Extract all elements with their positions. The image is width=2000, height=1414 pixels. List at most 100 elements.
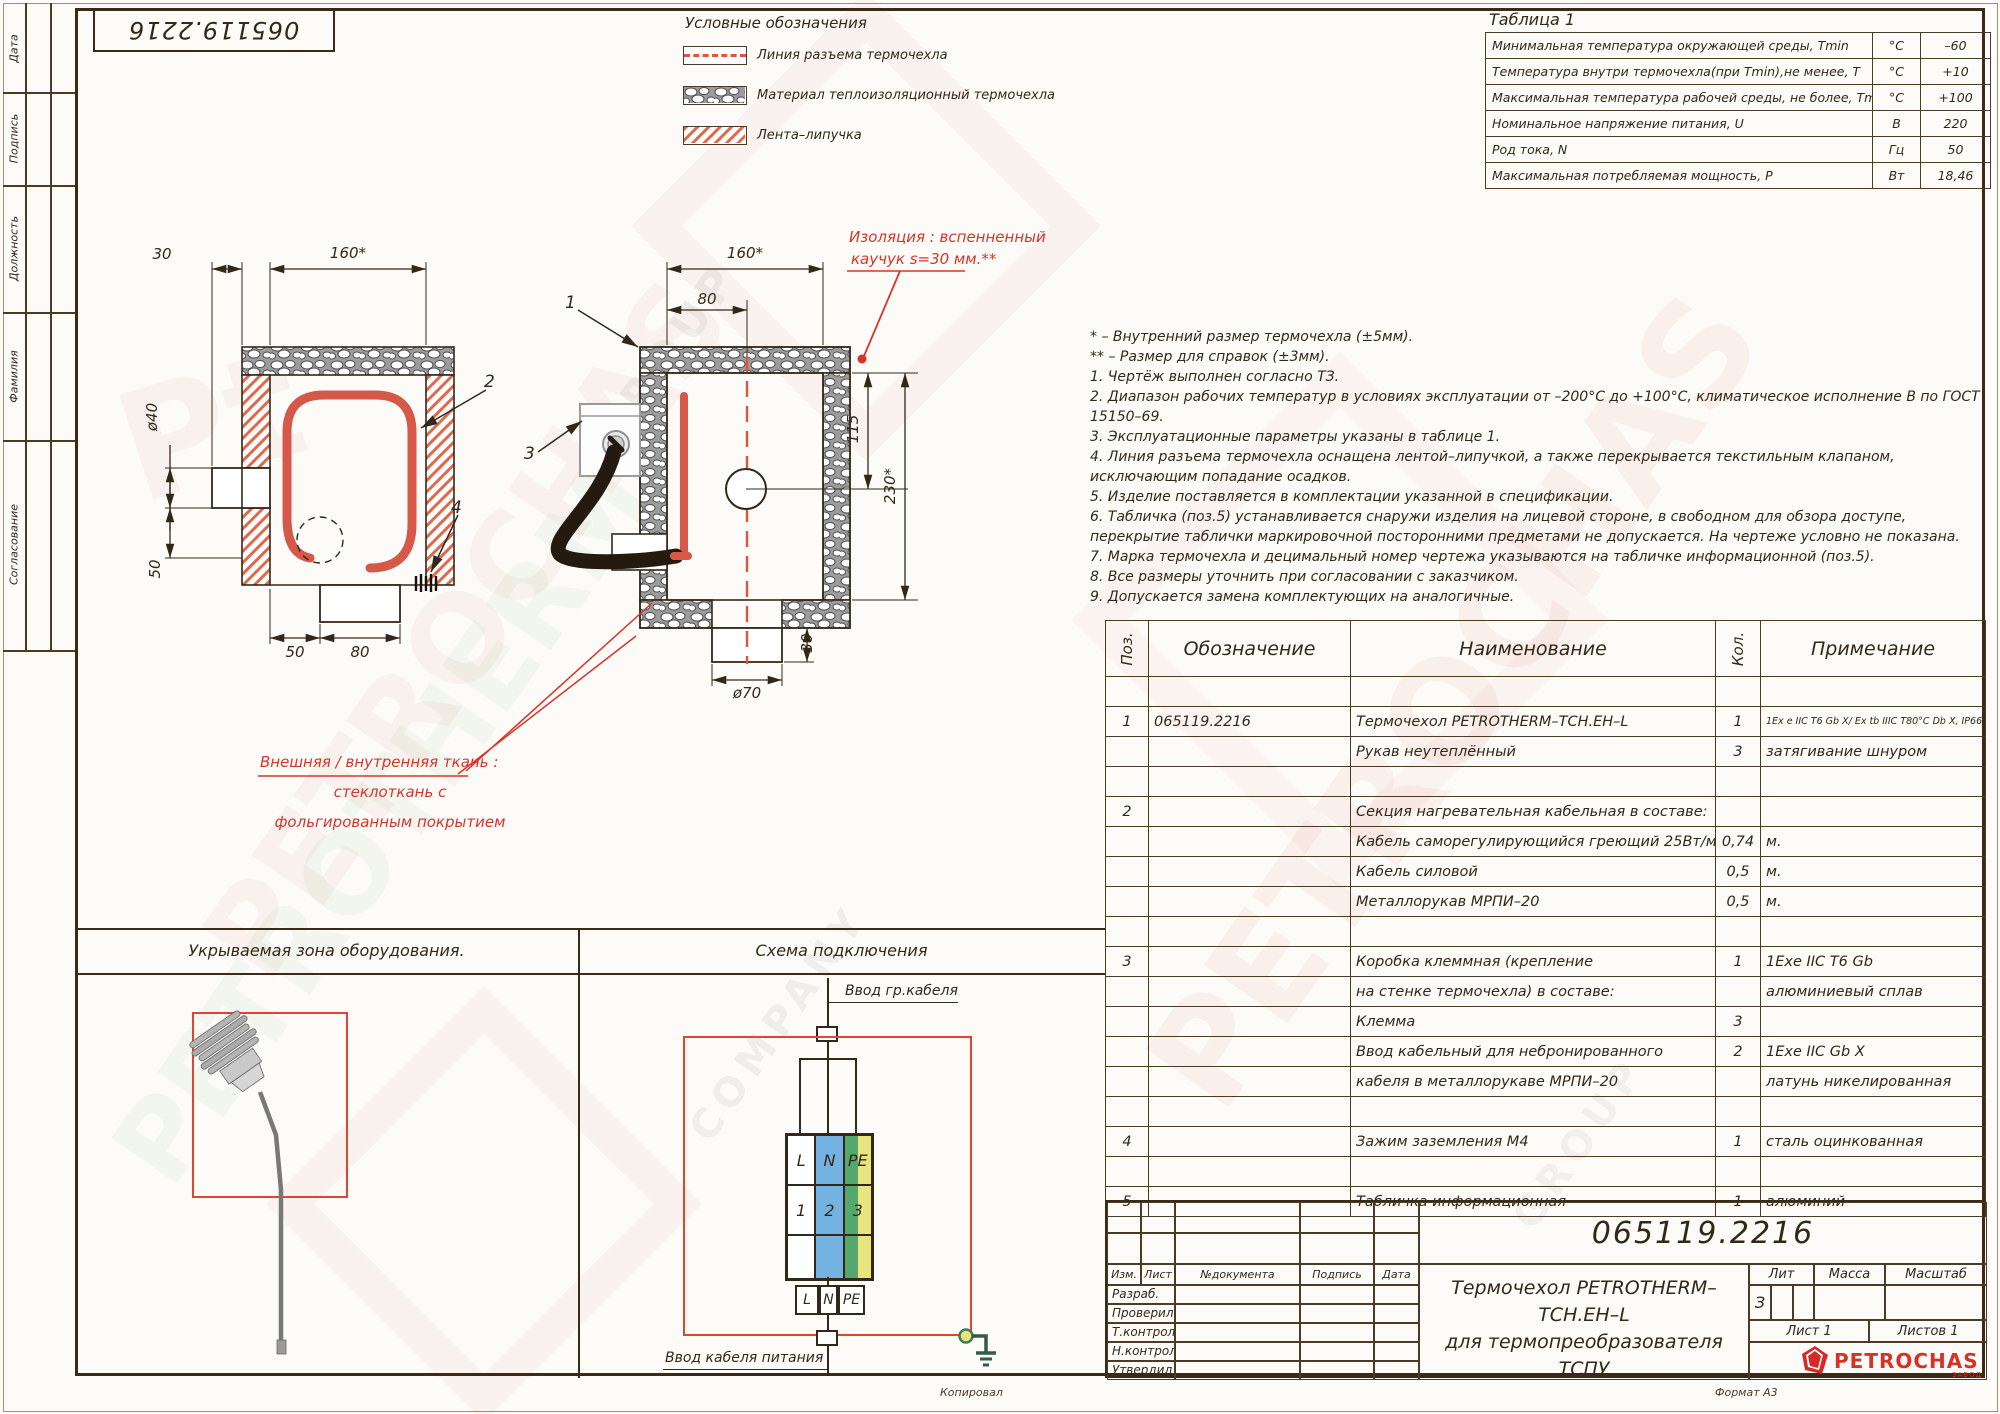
cell (1148, 1096, 1351, 1127)
cell: алюминиевый сплав (1760, 976, 1986, 1007)
tb-cell (1374, 1285, 1419, 1304)
cell (1350, 916, 1716, 947)
tb-cell (1141, 1202, 1175, 1233)
cell (1715, 976, 1761, 1007)
cell: 220 (1920, 110, 1991, 137)
cell: кабеля в металлорукаве МРПИ–20 (1350, 1066, 1716, 1097)
callout-2: 2 (484, 372, 495, 392)
note-line: 2. Диапазон рабочих температур в условия… (1090, 389, 1980, 425)
covered-zone-title: Укрываемая зона оборудования. (188, 941, 465, 960)
table-row (1105, 916, 1986, 947)
side-label-approval: Согласование (7, 503, 21, 586)
cell (1148, 736, 1351, 767)
cell: Зажим заземления М4 (1350, 1126, 1716, 1157)
scheme-wire (827, 1315, 829, 1330)
tb-cell (1300, 1304, 1374, 1323)
cell (1350, 1096, 1716, 1127)
cell: латунь никелированная (1760, 1066, 1986, 1097)
cell (1760, 1006, 1986, 1037)
tb-logo-cell: PETROCHAS ЗАВОД (1749, 1342, 1987, 1380)
doc-number-stamp: 065119.2216 (93, 8, 335, 52)
cell: Минимальная температура окружающей среды… (1485, 32, 1873, 59)
legend-swatch-insulation (683, 86, 747, 105)
side-label-position: Должность (7, 215, 21, 282)
tb-header-sign: Подпись (1300, 1264, 1374, 1285)
cell: °С (1872, 32, 1921, 59)
tb-cell (1300, 1202, 1374, 1233)
power-terminal-N: N (819, 1285, 838, 1315)
cell (1148, 1156, 1351, 1187)
petrochas-logo-dashes (1836, 1371, 1960, 1379)
cell: –60 (1920, 32, 1991, 59)
cell (1148, 1066, 1351, 1097)
cell (1148, 676, 1351, 707)
cell (1105, 976, 1149, 1007)
cell: 2 (1715, 1036, 1761, 1067)
power-cable-entry-underline (663, 1369, 828, 1371)
col-header-pos-label: Поз. (1118, 631, 1136, 666)
cell (1760, 766, 1986, 797)
dim-label: 30 (798, 633, 816, 653)
cell: °С (1872, 84, 1921, 111)
terminal-row: 1 2 3 (787, 1185, 872, 1235)
tb-cell (1175, 1342, 1300, 1361)
table-row: Минимальная температура окружающей среды… (1485, 32, 1991, 59)
cell: В (1872, 110, 1921, 137)
tb-header-izm: Изм. (1107, 1264, 1141, 1285)
cell: затягивание шнуром (1760, 736, 1986, 767)
legend-item-velcro: Лента–липучка (757, 128, 862, 143)
cell: Клемма (1350, 1006, 1716, 1037)
tb-title-line1: Термочехол PETROTHERM–TCH.EH–L (1451, 1277, 1717, 1326)
tb-cell (1107, 1233, 1141, 1264)
doc-number-stamp-text: 065119.2216 (128, 16, 300, 44)
cell: 3 (1715, 1006, 1761, 1037)
fabric-note-line2: стеклоткань с (333, 783, 447, 801)
table-row: Температура внутри термочехла(при Tmin),… (1485, 58, 1991, 85)
note-line: 8. Все размеры уточнить при согласовании… (1090, 569, 1519, 585)
legend-swatch-split-line (683, 46, 747, 65)
tb-cell (1793, 1285, 1814, 1320)
tb-header-mass: Масса (1814, 1264, 1885, 1285)
cell (1715, 1156, 1761, 1187)
cell: 3 (1105, 946, 1149, 977)
cell: Кабель силовой (1350, 856, 1716, 887)
note-line: 6. Табличка (поз.5) устанавливается снар… (1090, 509, 1960, 545)
side-band-line (25, 3, 27, 651)
legend-item-insulation: Материал теплоизоляционный термочехла (757, 88, 1055, 103)
cell: Термочехол PETROTHERM–TCH.EH–L (1350, 706, 1716, 737)
cell (1760, 916, 1986, 947)
cell: 4 (1105, 1126, 1149, 1157)
table-row (1105, 1096, 1986, 1127)
col-header-designation: Обозначение (1148, 620, 1351, 677)
note-line: 3. Эксплуатационные параметры указаны в … (1090, 429, 1501, 445)
tb-cell (1885, 1285, 1987, 1320)
callout-4: 4 (451, 498, 462, 518)
tb-sheet: Лист 1 (1749, 1320, 1869, 1342)
footer-copied-label: Копировал (940, 1386, 1003, 1399)
terminal-block: L N PE 1 2 3 (785, 1133, 874, 1281)
tb-cell (1175, 1323, 1300, 1342)
cell (1148, 856, 1351, 887)
dim-label: ø40 (143, 402, 161, 432)
cell (1105, 766, 1149, 797)
col-header-qty-label: Кол. (1729, 631, 1747, 666)
cell (1105, 856, 1149, 887)
tb-cell (1175, 1304, 1300, 1323)
legend-title: Условные обозначения (685, 14, 867, 32)
cell (1105, 1096, 1149, 1127)
cell: 1 (1715, 706, 1761, 737)
note-line: ** – Размер для справок (±3мм). (1090, 349, 1330, 365)
specification-table: Поз. Обозначение Наименование Кол. Приме… (1105, 620, 1986, 1217)
terminal-row (787, 1235, 872, 1279)
cell: Секция нагревательная кабельная в состав… (1350, 796, 1716, 827)
dim-label: 230* (881, 467, 899, 505)
tb-document-number: 065119.2216 (1419, 1202, 1987, 1264)
drawing-notes: * – Внутренний размер термочехла (±5мм).… (1090, 327, 1987, 607)
petrochas-logo-text: PETROCHAS (1834, 1349, 1979, 1373)
footer-format-label: Формат А3 (1715, 1386, 1778, 1399)
cell (1105, 886, 1149, 917)
